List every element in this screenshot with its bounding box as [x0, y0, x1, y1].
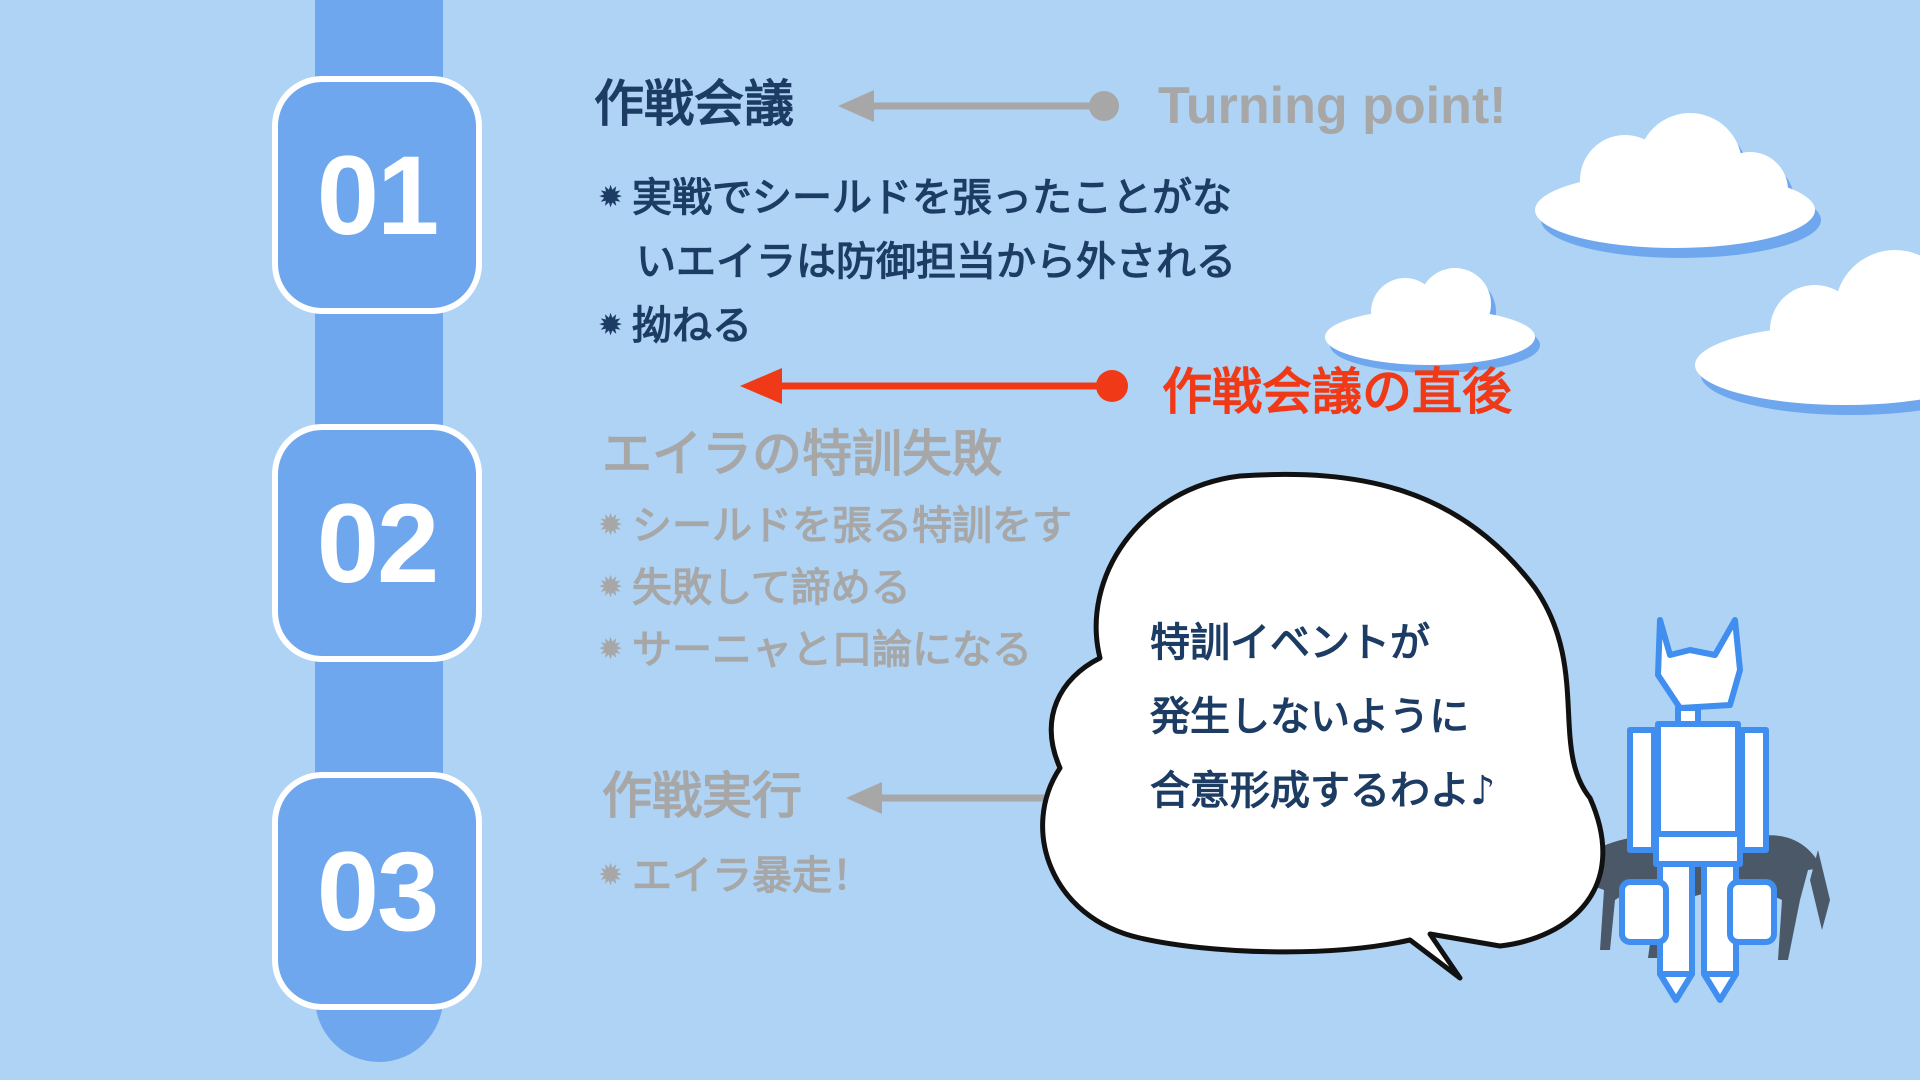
list-item: ✹拗ねる [598, 294, 752, 358]
cat-character-icon [1568, 617, 1830, 1003]
section-title-02: エイラの特訓失敗 [602, 425, 1002, 483]
bullet-icon: ✹ [598, 508, 624, 543]
cloud-icon [1535, 113, 1821, 258]
arrow-left-icon [846, 782, 1046, 814]
step-badge-03: 03 [272, 772, 482, 1010]
arrow-left-icon [838, 90, 1119, 122]
list-item: ✹失敗して諦める [598, 556, 911, 620]
arrow-left-red-icon [740, 368, 1128, 404]
list-item: ✹実戦でシールドを張ったことがな [598, 166, 1232, 230]
speech-bubble [1040, 471, 1606, 981]
section-title-01: 作戦会議 [594, 75, 794, 133]
cloud-icon [1325, 268, 1540, 373]
section-title-03: 作戦実行 [602, 767, 802, 825]
speech-line-2: 発生しないように [1150, 694, 1470, 740]
bullet-icon: ✹ [598, 858, 624, 893]
cloud-icon [1695, 250, 1920, 415]
bullet-icon: ✹ [598, 180, 624, 215]
bullet-icon: ✹ [598, 570, 624, 605]
step-badge-01: 01 [272, 76, 482, 314]
speech-line-3: 合意形成するわよ♪ [1150, 768, 1496, 814]
wolf-icon [1568, 835, 1830, 960]
list-item: ✹エイラ暴走！ [598, 844, 872, 908]
list-item-continuation: いエイラは防御担当から外される [636, 239, 1236, 285]
bullet-icon: ✹ [598, 632, 624, 667]
step-badge-02: 02 [272, 424, 482, 662]
speech-line-1: 特訓イベントが [1150, 620, 1430, 666]
list-item: ✹シールドを張る特訓をす [598, 494, 1072, 558]
annotation-right-after: 作戦会議の直後 [1162, 363, 1512, 421]
list-item: ✹サーニャと口論になる [598, 618, 1032, 682]
turning-point-label: Turning point! [1158, 77, 1507, 135]
bullet-icon: ✹ [598, 308, 624, 343]
